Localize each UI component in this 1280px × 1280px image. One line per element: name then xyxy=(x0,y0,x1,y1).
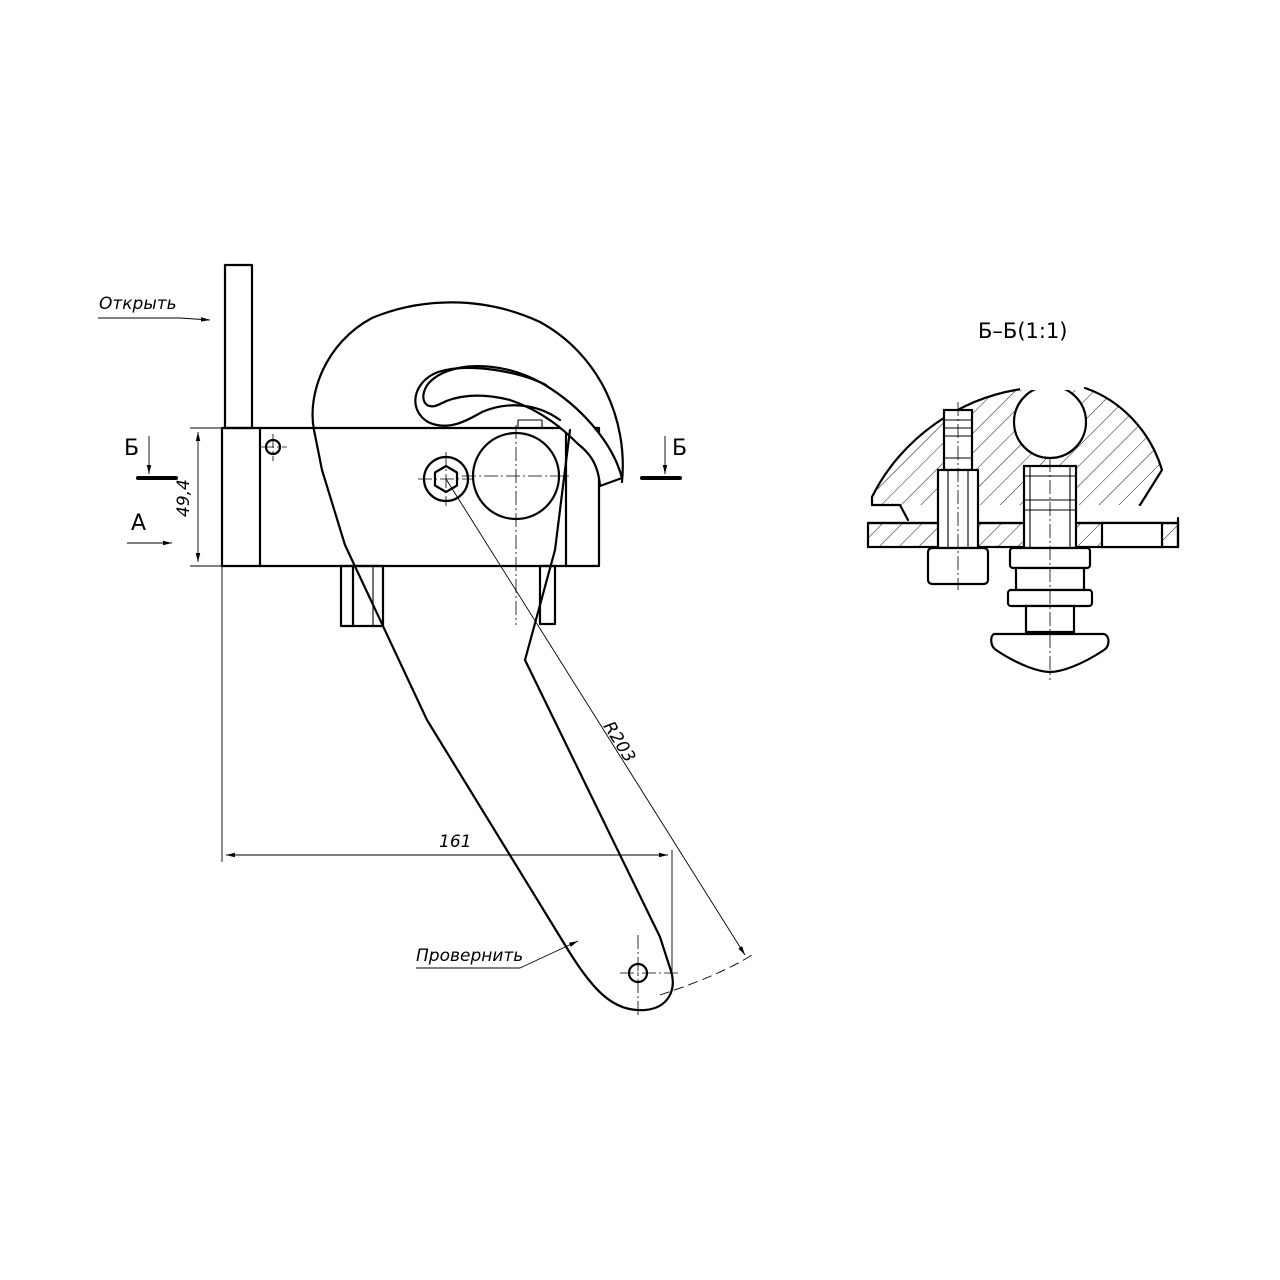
hook-outline xyxy=(311,301,674,1012)
view-a-arrow: А xyxy=(127,511,172,546)
section-pin-left xyxy=(926,402,990,590)
dim-width: 161 xyxy=(221,566,673,975)
round-pin xyxy=(462,425,570,625)
mounting-block xyxy=(220,419,601,568)
section-cutout xyxy=(1012,384,1088,460)
label-rotate: Провернить xyxy=(416,946,523,966)
view-letter-a: А xyxy=(131,511,146,536)
hook-lever xyxy=(422,365,624,488)
section-view: Б–Б(1:1) xyxy=(866,319,1180,680)
open-leader: Открыть xyxy=(98,294,211,322)
section-mark-left: Б xyxy=(124,436,178,480)
rotate-leader: Провернить xyxy=(416,940,579,969)
block-screw xyxy=(260,434,287,461)
handle-rod xyxy=(223,263,254,430)
hook-slot xyxy=(414,366,562,427)
section-letter-right: Б xyxy=(672,436,687,461)
section-title: Б–Б(1:1) xyxy=(978,319,1068,343)
guide-pin-right xyxy=(538,564,557,626)
main-view: Б Б А Открыть Провернить 4 xyxy=(98,263,753,1015)
dim-height-value: 49,4 xyxy=(174,479,194,517)
section-mark-right: Б xyxy=(640,436,687,480)
pivot-hole xyxy=(620,935,678,1015)
section-pin-right xyxy=(990,458,1110,680)
label-open: Открыть xyxy=(99,294,177,314)
section-letter-left: Б xyxy=(124,436,139,461)
guide-pin-left xyxy=(339,564,385,628)
dim-radius-value: R203 xyxy=(599,718,639,766)
dim-width-value: 161 xyxy=(439,832,471,852)
dim-height: 49,4 xyxy=(174,427,222,567)
